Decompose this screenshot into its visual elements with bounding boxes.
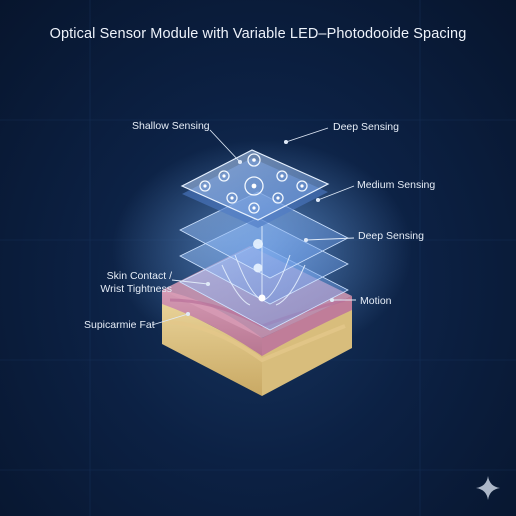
photodiode-icon: [253, 263, 263, 273]
label-motion: Motion: [360, 295, 392, 307]
photodiode-markers: [253, 239, 266, 302]
label-skin-contact: Skin Contact / Wrist Tightness: [78, 270, 172, 296]
label-skin-contact-line1: Skin Contact /: [106, 270, 172, 282]
fat-wave: [169, 320, 346, 363]
led-emitter-icon: [199, 180, 211, 192]
label-medium-sensing: Medium Sensing: [357, 179, 436, 191]
photodiode-icon: [258, 294, 266, 302]
photodiode-icon: [253, 239, 263, 249]
led-emitter-icon: [247, 153, 261, 167]
label-shallow-sensing: Shallow Sensing: [132, 120, 210, 132]
label-skin-contact-line2: Wrist Tightness: [100, 283, 172, 295]
skin-layer-left-face: [162, 290, 262, 356]
led-emitter-icon: [272, 192, 284, 204]
sensor-chip-icon: [180, 149, 330, 228]
callout-lines: [151, 127, 356, 326]
page-title: Optical Sensor Module with Variable LED–…: [49, 26, 467, 42]
led-centers: [203, 158, 304, 210]
skin-layer-right-face: [262, 296, 352, 356]
led-emitter-icon: [218, 170, 230, 182]
label-deep-sensing-top: Deep Sensing: [333, 121, 399, 133]
fat-layer-right-face: [262, 306, 352, 396]
led-emitter-icon: [276, 170, 288, 182]
label-supicarmie-fat: Supicarmie Fat: [84, 319, 155, 331]
label-deep-sensing-mid: Deep Sensing: [358, 230, 424, 242]
led-emitter-icon: [244, 176, 264, 196]
led-emitter-icon: [248, 202, 260, 214]
sparkle-watermark-icon: [476, 476, 500, 500]
led-emitter-icon: [296, 180, 308, 192]
led-emitter-icon: [226, 192, 238, 204]
led-emitters: [199, 153, 308, 214]
